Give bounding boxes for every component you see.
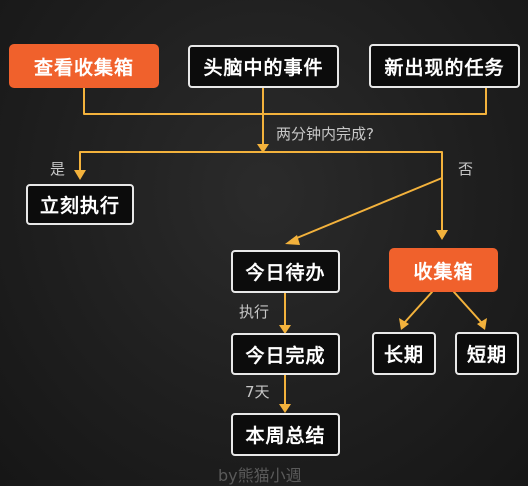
connector-merge-top [83, 85, 487, 115]
node-week-summary: 本周总结 [231, 413, 340, 456]
label-yes: 是 [50, 160, 66, 178]
connector-to-long-term [404, 291, 433, 323]
watermark: by熊猫小週 [218, 466, 302, 485]
arrowhead-long-term [399, 318, 409, 330]
connector-split [79, 151, 443, 233]
arrowhead-short-term [477, 318, 487, 330]
arrowhead-today-todo [285, 235, 300, 245]
arrowhead-inbox [436, 230, 448, 240]
node-short-term: 短期 [455, 332, 519, 375]
connector-to-today-todo [291, 177, 443, 241]
arrowhead-do-now [74, 170, 86, 180]
node-today-done: 今日完成 [231, 333, 340, 375]
node-view-inbox: 查看收集箱 [9, 44, 159, 88]
node-in-head: 头脑中的事件 [188, 45, 339, 88]
arrowhead-week-summary [279, 404, 291, 413]
node-today-todo: 今日待办 [231, 250, 340, 293]
label-execute: 执行 [239, 303, 270, 321]
connector-to-short-term [453, 291, 482, 323]
label-seven-days: 7天 [245, 383, 270, 401]
node-do-now: 立刻执行 [26, 184, 134, 225]
node-inbox: 收集箱 [389, 248, 498, 292]
node-long-term: 长期 [372, 332, 436, 375]
label-question: 两分钟内完成? [276, 125, 374, 143]
label-no: 否 [458, 160, 474, 178]
node-new-task: 新出现的任务 [369, 44, 520, 88]
arrowhead-main [257, 144, 269, 153]
